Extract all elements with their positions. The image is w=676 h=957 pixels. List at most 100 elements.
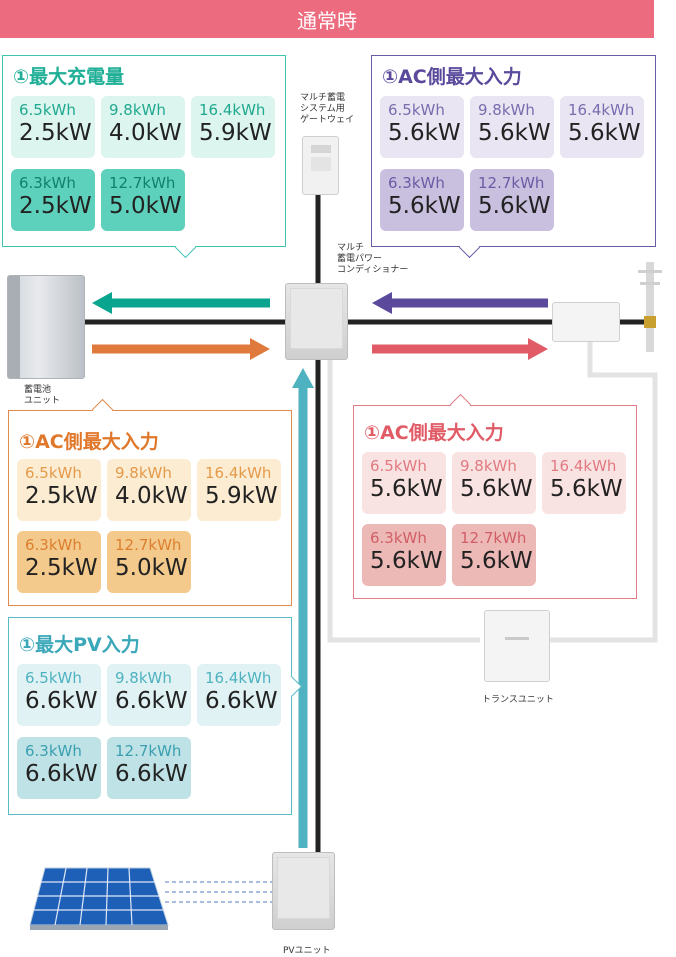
cell-capacity: 12.7kWh: [460, 529, 527, 547]
cell-power: 6.6kW: [25, 688, 98, 714]
panel-max-pv-input-title: ①最大PV入力: [19, 634, 140, 656]
cell-capacity: 12.7kWh: [115, 536, 182, 554]
ac-out-cell-1: 6.5kWh 5.6kW: [362, 452, 446, 514]
cell-power: 5.6kW: [388, 193, 461, 219]
gateway-label: マルチ蓄電 システム用 ゲートウェイ: [300, 93, 355, 125]
ac-in-cell-4: 6.3kWh 5.6kW: [380, 169, 464, 231]
cell-power: 5.0kW: [115, 555, 188, 581]
cell-capacity: 9.8kWh: [115, 464, 172, 482]
pv-cell-5: 12.7kWh 6.6kW: [107, 737, 191, 799]
cell-power: 5.6kW: [460, 548, 533, 574]
cell-capacity: 9.8kWh: [478, 101, 535, 119]
transformer-unit-device: [484, 610, 550, 682]
pv-cell-2: 9.8kWh 6.6kW: [107, 664, 191, 726]
cell-capacity: 12.7kWh: [478, 174, 545, 192]
cell-power: 2.5kW: [25, 555, 98, 581]
pv-cell-1: 6.5kWh 6.6kW: [17, 664, 101, 726]
cell-capacity: 6.5kWh: [25, 464, 82, 482]
charge-arrow-head: [92, 292, 112, 314]
gray-line-left: [327, 360, 480, 643]
panel-max-pv-input: ①最大PV入力 6.5kWh 6.6kW 9.8kWh 6.6kW 16.4kW…: [8, 617, 292, 815]
cell-power: 5.6kW: [478, 193, 551, 219]
utility-pole-icon: [638, 262, 662, 352]
panel-max-charge-title: ①最大充電量: [13, 66, 125, 88]
cell-capacity: 12.7kWh: [109, 174, 176, 192]
ac-in-cell-3: 16.4kWh 5.6kW: [560, 96, 644, 158]
cell-capacity: 6.3kWh: [19, 174, 76, 192]
charge-cell-2: 9.8kWh 4.0kW: [101, 96, 185, 158]
cell-capacity: 9.8kWh: [109, 101, 166, 119]
power-conditioner-device: [285, 283, 348, 360]
charge-cell-5: 12.7kWh 5.0kW: [101, 169, 185, 231]
cell-capacity: 6.3kWh: [370, 529, 427, 547]
cell-power: 2.5kW: [19, 193, 92, 219]
pv-cell-3: 16.4kWh 6.6kW: [197, 664, 281, 726]
transformer-unit-label: トランスユニット: [482, 695, 554, 705]
pv-arrow-head: [292, 368, 314, 388]
ac-in-cell-5: 12.7kWh 5.6kW: [470, 169, 554, 231]
cell-capacity: 16.4kWh: [199, 101, 266, 119]
cell-capacity: 6.3kWh: [25, 742, 82, 760]
cell-power: 6.6kW: [115, 688, 188, 714]
panel-ac-output-grid: ①AC側最大入力 6.5kWh 5.6kW 9.8kWh 5.6kW 16.4k…: [353, 405, 637, 599]
cell-capacity: 12.7kWh: [115, 742, 182, 760]
battery-ac-cell-3: 16.4kWh 5.9kW: [197, 459, 281, 521]
cell-power: 5.6kW: [370, 476, 443, 502]
ac-out-cell-5: 12.7kWh 5.6kW: [452, 524, 536, 586]
cell-power: 5.6kW: [388, 120, 461, 146]
header-title: 通常時: [297, 8, 357, 33]
gray-line-right: [545, 330, 658, 643]
cell-power: 5.6kW: [568, 120, 641, 146]
ac-out-cell-2: 9.8kWh 5.6kW: [452, 452, 536, 514]
panel-ac-input-battery: ①AC側最大入力 6.5kWh 2.5kW 9.8kWh 4.0kW 16.4k…: [8, 410, 292, 606]
pv-unit-device: [272, 852, 335, 930]
ac-out-cell-3: 16.4kWh 5.6kW: [542, 452, 626, 514]
battery-unit-device: [7, 275, 85, 379]
cell-power: 5.6kW: [370, 548, 443, 574]
battery-unit-label: 蓄電池 ユニット: [24, 385, 61, 406]
cell-capacity: 16.4kWh: [205, 464, 272, 482]
ac-out-cell-4: 6.3kWh 5.6kW: [362, 524, 446, 586]
battery-ac-cell-5: 12.7kWh 5.0kW: [107, 531, 191, 593]
cell-power: 5.6kW: [550, 476, 623, 502]
cell-capacity: 16.4kWh: [205, 669, 272, 687]
battery-ac-cell-2: 9.8kWh 4.0kW: [107, 459, 191, 521]
cell-capacity: 6.5kWh: [370, 457, 427, 475]
pv-cell-4: 6.3kWh 6.6kW: [17, 737, 101, 799]
panel-ac-output-grid-title: ①AC側最大入力: [364, 422, 504, 444]
cell-power: 6.6kW: [205, 688, 278, 714]
grid-in-arrow-head: [372, 292, 392, 314]
power-conditioner-label: マルチ 蓄電パワー コンディショナー: [337, 243, 409, 275]
panel-ac-input-battery-title: ①AC側最大入力: [19, 431, 159, 453]
cell-power: 4.0kW: [109, 120, 182, 146]
cell-power: 4.0kW: [115, 483, 188, 509]
cell-capacity: 6.3kWh: [388, 174, 445, 192]
charge-cell-3: 16.4kWh 5.9kW: [191, 96, 275, 158]
gateway-device: [302, 136, 339, 195]
cell-capacity: 9.8kWh: [460, 457, 517, 475]
cell-capacity: 6.5kWh: [25, 669, 82, 687]
battery-ac-cell-4: 6.3kWh 2.5kW: [17, 531, 101, 593]
header-bar: 通常時: [0, 0, 654, 38]
charge-cell-1: 6.5kWh 2.5kW: [11, 96, 95, 158]
panel-ac-input-grid-title: ①AC側最大入力: [382, 66, 522, 88]
cell-power: 6.6kW: [25, 761, 98, 787]
cell-power: 2.5kW: [25, 483, 98, 509]
panel-ac-input-grid: ①AC側最大入力 6.5kWh 5.6kW 9.8kWh 5.6kW 16.4k…: [371, 55, 656, 247]
cell-power: 5.9kW: [205, 483, 278, 509]
ac-in-cell-1: 6.5kWh 5.6kW: [380, 96, 464, 158]
cell-power: 6.6kW: [115, 761, 188, 787]
meter-box-device: [552, 302, 620, 342]
panel-max-charge: ①最大充電量 6.5kWh 2.5kW 9.8kWh 4.0kW 16.4kWh…: [2, 55, 286, 247]
cell-power: 2.5kW: [19, 120, 92, 146]
cell-capacity: 6.5kWh: [19, 101, 76, 119]
cell-capacity: 9.8kWh: [115, 669, 172, 687]
cell-power: 5.0kW: [109, 193, 182, 219]
discharge-arrow-head: [250, 338, 270, 360]
cell-capacity: 6.3kWh: [25, 536, 82, 554]
cell-power: 5.9kW: [199, 120, 272, 146]
ac-in-cell-2: 9.8kWh 5.6kW: [470, 96, 554, 158]
cell-capacity: 6.5kWh: [388, 101, 445, 119]
charge-cell-4: 6.3kWh 2.5kW: [11, 169, 95, 231]
